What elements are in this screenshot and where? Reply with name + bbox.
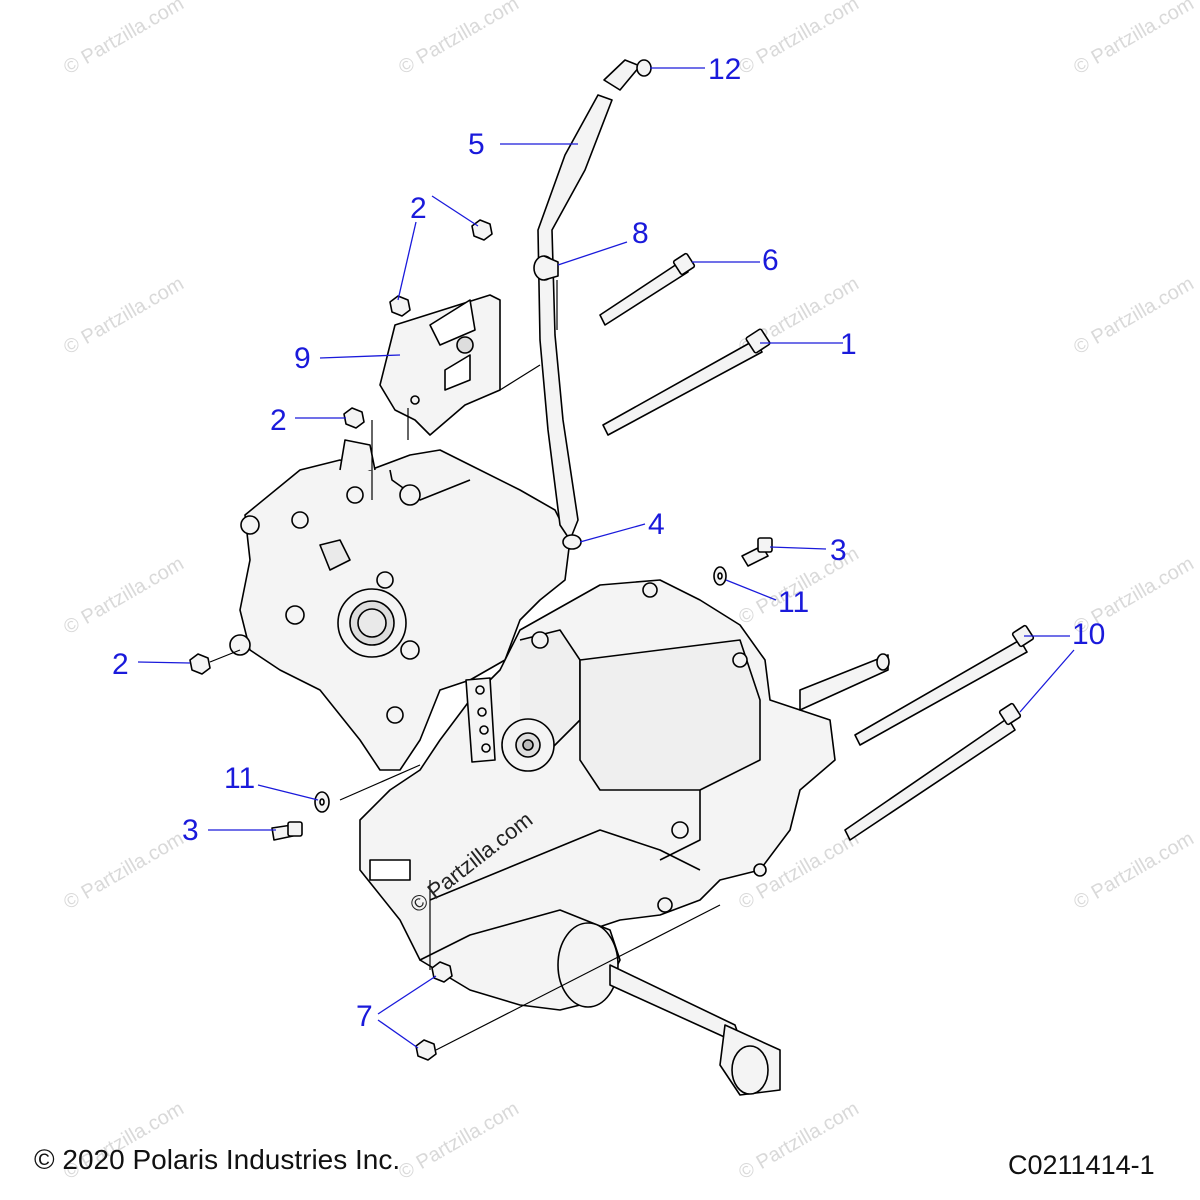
callout-4: 4 bbox=[648, 508, 665, 541]
callout-5: 5 bbox=[468, 128, 485, 161]
leader-lines bbox=[137, 67, 1075, 1049]
bolt-long-upper bbox=[599, 252, 696, 326]
callout-6: 6 bbox=[762, 244, 779, 277]
bracket bbox=[379, 294, 501, 436]
callout-9: 9 bbox=[294, 342, 311, 375]
callout-8: 8 bbox=[632, 217, 649, 250]
callout-12: 12 bbox=[708, 53, 742, 86]
nut-lower bbox=[415, 961, 453, 1061]
callout-7: 7 bbox=[356, 1000, 373, 1033]
copyright-text: © 2020 Polaris Industries Inc. bbox=[34, 1144, 401, 1175]
diagram-id: C0211414-1 bbox=[1008, 1150, 1155, 1180]
elbow-fitting bbox=[636, 59, 652, 77]
nut bbox=[189, 219, 493, 675]
bolt-short bbox=[271, 537, 773, 841]
gearcase bbox=[359, 579, 836, 971]
callout-2: 2 bbox=[270, 404, 287, 437]
crankcase bbox=[229, 439, 571, 771]
callout-3: 3 bbox=[182, 814, 199, 847]
callout-1: 1 bbox=[840, 328, 857, 361]
bolt-long-middle bbox=[602, 328, 771, 436]
callout-11: 11 bbox=[224, 762, 256, 795]
clamp bbox=[533, 255, 559, 281]
callout-11: 11 bbox=[778, 586, 810, 619]
callout-2: 2 bbox=[410, 192, 427, 225]
callout-10: 10 bbox=[1072, 618, 1106, 651]
callout-3: 3 bbox=[830, 534, 847, 567]
callout-2: 2 bbox=[112, 648, 129, 681]
hose-clamp bbox=[562, 534, 582, 550]
output-housing bbox=[419, 653, 890, 1096]
assembly-lines bbox=[209, 280, 721, 1051]
washer bbox=[314, 566, 727, 813]
breather-hose bbox=[537, 59, 641, 541]
bolt-long-lower bbox=[844, 624, 1035, 841]
